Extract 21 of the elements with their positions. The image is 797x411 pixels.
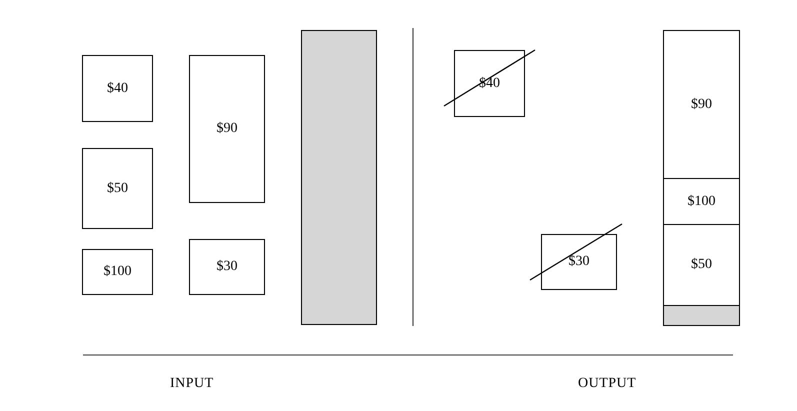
value-label: $50	[107, 180, 128, 196]
shaded-bar	[301, 30, 377, 325]
item-box	[189, 239, 265, 295]
value-label: $30	[216, 259, 238, 275]
item-box	[82, 148, 153, 229]
value-label: $90	[216, 121, 238, 137]
section-label: INPUT	[170, 376, 214, 392]
item-box	[454, 50, 525, 117]
value-label: $30	[568, 254, 590, 270]
item-box	[541, 234, 617, 290]
value-label: $100	[688, 194, 716, 210]
value-label: $40	[107, 80, 128, 96]
item-box	[82, 55, 153, 122]
value-label: $90	[691, 96, 712, 112]
value-label: $40	[479, 76, 500, 92]
shaded-bar	[663, 305, 740, 326]
item-box	[189, 55, 265, 203]
value-label: $50	[691, 257, 712, 273]
section-label: OUTPUT	[578, 376, 636, 392]
value-label: $100	[104, 264, 132, 280]
item-box	[82, 249, 153, 295]
